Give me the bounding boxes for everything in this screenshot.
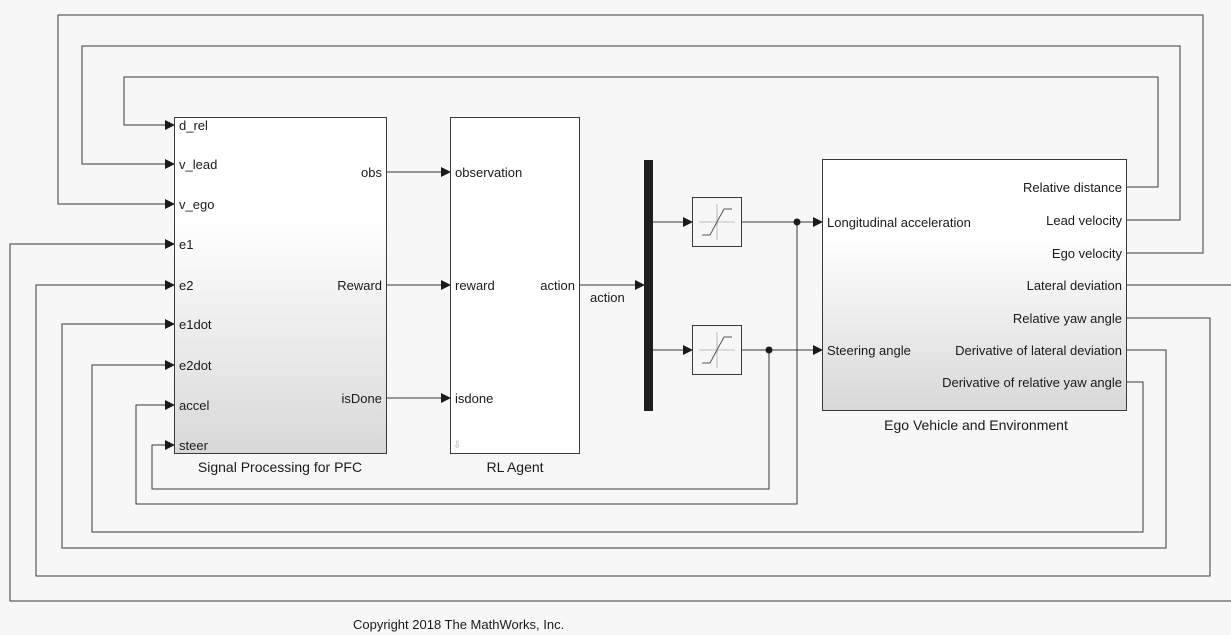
ego-vehicle-block[interactable]: Longitudinal acceleration Steering angle… xyxy=(822,159,1127,411)
link-arrow-icon: ⇩ xyxy=(453,440,462,451)
ego-output-derivative-relative-yaw-angle: Derivative of relative yaw angle xyxy=(942,375,1122,390)
output-port-reward: Reward xyxy=(337,278,382,293)
ego-output-lead-velocity: Lead velocity xyxy=(1046,213,1122,228)
input-port-e1: e1 xyxy=(179,237,194,252)
input-port-steer: steer xyxy=(179,438,208,453)
wire-lateral-deviation-return xyxy=(9,239,1231,602)
input-port-e1dot: e1dot xyxy=(179,317,212,332)
saturation-block-accel[interactable] xyxy=(692,197,742,247)
rl-agent-block[interactable]: observation reward isdone action ⇩ xyxy=(450,117,580,454)
ego-output-relative-distance: Relative distance xyxy=(1023,180,1122,195)
wire-lead-velocity-to-v-lead xyxy=(81,45,1181,221)
ego-output-relative-yaw-angle: Relative yaw angle xyxy=(1012,311,1122,326)
input-port-d-rel: d_rel xyxy=(179,118,208,133)
input-port-e2: e2 xyxy=(179,278,194,293)
ego-output-lateral-deviation: Lateral deviation xyxy=(1026,278,1122,293)
rl-agent-caption: RL Agent xyxy=(486,459,544,475)
wire-relative-distance-to-d-rel xyxy=(123,76,1159,188)
junction-dot-steer xyxy=(765,346,773,354)
ego-input-steering-angle: Steering angle xyxy=(827,343,911,358)
wire-dlat-to-e1dot xyxy=(61,319,1167,549)
demux-block[interactable] xyxy=(644,160,653,411)
wire-accel-feedback xyxy=(135,222,798,505)
rl-input-observation: observation xyxy=(455,165,523,180)
input-port-accel: accel xyxy=(179,398,210,413)
input-port-e2dot: e2dot xyxy=(179,358,212,373)
input-port-v-ego: v_ego xyxy=(179,197,215,212)
output-port-isdone: isDone xyxy=(341,391,382,406)
saturation-block-steer[interactable] xyxy=(692,325,742,375)
action-signal-label: action xyxy=(590,290,625,305)
wire-ego-velocity-to-v-ego xyxy=(57,14,1204,254)
signal-processing-block[interactable]: d_rel v_lead v_ego e1 e2 e1dot e2dot acc… xyxy=(174,117,387,454)
wire-dyaw-to-e2dot xyxy=(91,360,1144,533)
rl-input-isdone: isdone xyxy=(455,391,494,406)
junction-dot-accel xyxy=(793,218,801,226)
output-port-obs: obs xyxy=(361,165,382,180)
copyright-text: Copyright 2018 The MathWorks, Inc. xyxy=(353,617,565,632)
input-port-v-lead: v_lead xyxy=(179,157,218,172)
rl-input-reward: reward xyxy=(455,278,495,293)
wire-relative-yaw-to-e2 xyxy=(35,280,1211,577)
wire-steer-feedback xyxy=(151,350,770,490)
ego-input-longitudinal-acceleration: Longitudinal acceleration xyxy=(827,215,971,230)
ego-output-ego-velocity: Ego velocity xyxy=(1051,246,1122,261)
ego-output-derivative-lateral-deviation: Derivative of lateral deviation xyxy=(955,343,1122,358)
signal-processing-caption: Signal Processing for PFC xyxy=(197,459,363,475)
rl-output-action: action xyxy=(540,278,575,293)
ego-vehicle-caption: Ego Vehicle and Environment xyxy=(884,417,1068,433)
